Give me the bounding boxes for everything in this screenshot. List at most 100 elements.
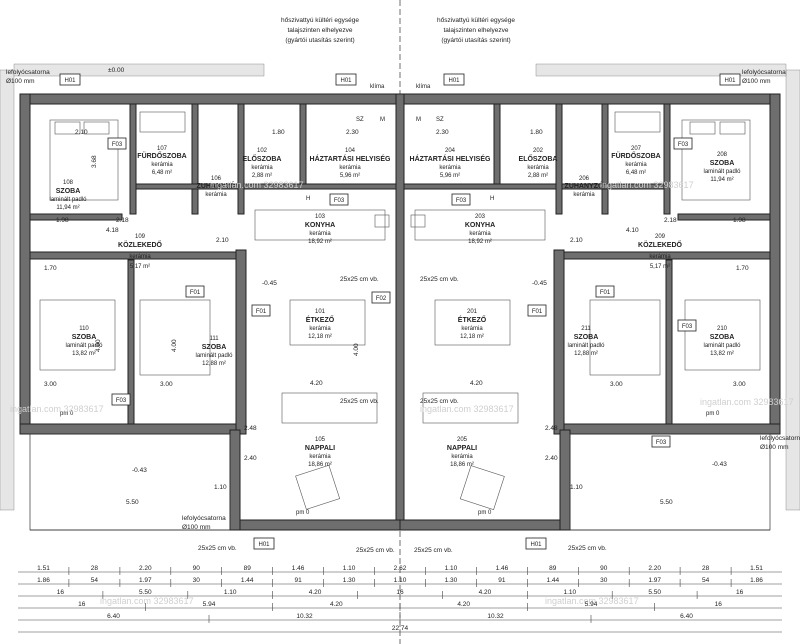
svg-text:201: 201 (467, 309, 478, 315)
svg-text:5.50: 5.50 (660, 499, 673, 506)
svg-text:ZUHANYZÓ: ZUHANYZÓ (197, 181, 236, 190)
room-208: 208 SZOBA laminált padló 11,94 m² (703, 152, 741, 183)
dimension-value: 1.46 (292, 565, 305, 572)
svg-text:kerámia: kerámia (339, 165, 361, 171)
pillar-note-5: 25x25 cm vb. (198, 545, 237, 552)
svg-text:kerámia: kerámia (649, 254, 671, 260)
svg-text:11,94 m²: 11,94 m² (710, 177, 733, 183)
room-210: 210 SZOBA laminált padló 13,82 m² (703, 326, 741, 357)
right-border-hatch (785, 69, 800, 511)
tag-f03-1: F03 (107, 137, 127, 150)
svg-text:kerámia: kerámia (309, 231, 331, 237)
svg-text:F01: F01 (256, 309, 267, 315)
svg-text:4.00: 4.00 (95, 339, 102, 352)
svg-text:kerámia: kerámia (461, 326, 483, 332)
room-204: 204 HÁZTARTÁSI HELYISÉG kerámia 5,96 m² (410, 148, 491, 179)
watermark-5: ingatlan.com 32983617 (700, 397, 794, 407)
svg-text:kerámia: kerámia (573, 192, 595, 198)
svg-text:101: 101 (315, 309, 326, 315)
svg-text:talajszinten elhelyezve: talajszinten elhelyezve (443, 27, 508, 34)
svg-text:H01: H01 (448, 78, 460, 84)
svg-text:lefolyócsatorna: lefolyócsatorna (760, 435, 800, 442)
svg-text:ZUHANYZÓ: ZUHANYZÓ (565, 181, 604, 190)
svg-text:KÖZLEKEDŐ: KÖZLEKEDŐ (118, 240, 163, 249)
dimension-value: 1.10 (394, 577, 407, 584)
svg-text:3.00: 3.00 (610, 381, 623, 388)
svg-text:laminált padló: laminált padló (195, 353, 233, 359)
dimension-value: 30 (600, 577, 608, 584)
svg-text:4.10: 4.10 (626, 227, 639, 234)
dimension-value: 1.97 (139, 577, 152, 584)
dimension-value: 5.94 (585, 601, 598, 608)
svg-text:Ø100 mm: Ø100 mm (182, 524, 211, 531)
svg-text:H01: H01 (340, 78, 352, 84)
dimension-value: 16 (715, 601, 723, 608)
svg-text:1.80: 1.80 (530, 129, 543, 136)
svg-text:kerámia: kerámia (439, 165, 461, 171)
svg-text:F03: F03 (456, 198, 467, 204)
svg-text:18,92 m²: 18,92 m² (308, 239, 332, 245)
dimension-value: 90 (600, 565, 608, 572)
svg-text:4.18: 4.18 (106, 227, 119, 234)
dimension-value: 91 (498, 577, 506, 584)
tag-pm0-2: pm 0 (296, 510, 310, 516)
svg-text:2.40: 2.40 (244, 455, 257, 462)
svg-text:206: 206 (579, 176, 590, 182)
svg-text:F03: F03 (656, 440, 667, 446)
dimension-value: 4.20 (457, 601, 470, 608)
tag-h01-2: H01 (335, 73, 357, 86)
svg-text:NAPPALI: NAPPALI (447, 445, 477, 452)
svg-text:3.00: 3.00 (44, 381, 57, 388)
svg-text:2,88 m²: 2,88 m² (528, 173, 548, 179)
svg-text:110: 110 (79, 326, 89, 332)
tag-f01-4: F01 (595, 285, 615, 298)
svg-text:12,88 m²: 12,88 m² (574, 351, 598, 357)
svg-text:5,17 m²: 5,17 m² (130, 264, 150, 270)
room-110: 110 SZOBA laminált padló 13,82 m² (65, 326, 103, 357)
svg-text:5,96 m²: 5,96 m² (440, 173, 460, 179)
dimension-value: 1.30 (445, 577, 458, 584)
watermark-6: ingatlan.com 32983617 (100, 596, 194, 606)
svg-text:SZOBA: SZOBA (202, 344, 227, 351)
svg-text:13,82 m²: 13,82 m² (710, 351, 734, 357)
svg-text:108: 108 (63, 180, 74, 186)
downpipe-note-top-right: lefolyócsatorna Ø100 mm (742, 69, 786, 85)
svg-text:2.48: 2.48 (545, 425, 558, 432)
svg-text:111: 111 (209, 336, 219, 342)
svg-text:F01: F01 (532, 309, 543, 315)
dimension-value: 10.32 (487, 613, 504, 620)
watermark-4: ingatlan.com 32983617 (420, 404, 514, 414)
downpipe-note-bottom-left: lefolyócsatorna Ø100 mm (182, 515, 226, 531)
svg-text:104: 104 (345, 148, 356, 154)
room-104: 104 HÁZTARTÁSI HELYISÉG kerámia 5,96 m² (310, 148, 391, 179)
room-203: 203 KONYHA kerámia 18,92 m² (465, 214, 495, 245)
svg-text:kerámia: kerámia (469, 231, 491, 237)
tag-pm0-4: pm 0 (706, 411, 720, 417)
svg-text:102: 102 (257, 148, 268, 154)
svg-text:106: 106 (211, 176, 222, 182)
svg-text:2.48: 2.48 (244, 425, 257, 432)
svg-text:kerámia: kerámia (309, 326, 331, 332)
svg-text:hőszivattyú kültéri egysége: hőszivattyú kültéri egysége (281, 17, 359, 24)
dimension-value: 1.51 (750, 565, 763, 572)
dimension-value: 2.20 (648, 565, 661, 572)
pillar-note-7: 25x25 cm vb. (414, 547, 453, 554)
svg-text:laminált padló: laminált padló (65, 343, 103, 349)
svg-text:2.40: 2.40 (545, 455, 558, 462)
svg-text:1.98: 1.98 (56, 217, 69, 224)
svg-text:F03: F03 (112, 142, 123, 148)
watermark-2: ingatlan.com 32983617 (600, 180, 694, 190)
svg-text:211: 211 (581, 326, 591, 332)
svg-text:1.98: 1.98 (733, 217, 746, 224)
dimension-value: 16 (396, 589, 404, 596)
dimension-value: 1.10 (343, 565, 356, 572)
dimension-value: 10.32 (296, 613, 313, 620)
svg-text:KONYHA: KONYHA (305, 222, 335, 229)
watermark-7: ingatlan.com 32983617 (545, 596, 639, 606)
tag-klima-1: klíma (370, 84, 385, 90)
pillar-note-3: 25x25 cm vb. (340, 398, 379, 405)
pillar-note-8: 25x25 cm vb. (568, 545, 607, 552)
svg-text:FÜRDŐSZOBA: FÜRDŐSZOBA (137, 151, 186, 160)
svg-text:H01: H01 (530, 542, 542, 548)
pillar-note-1: 25x25 cm vb. (340, 276, 379, 283)
